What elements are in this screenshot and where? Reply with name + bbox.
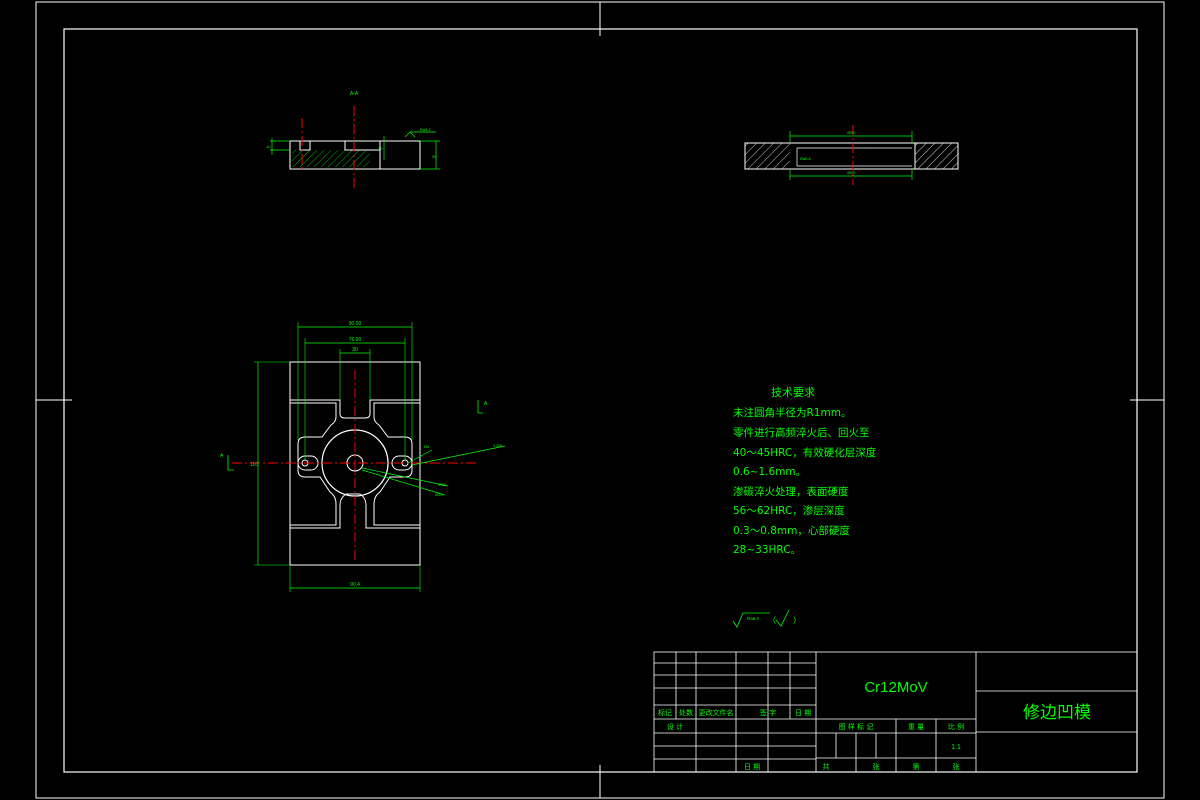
check-roughness-icon: [775, 609, 790, 627]
sheet-unit-label-2: 张: [953, 762, 960, 771]
title-block: [653, 651, 1138, 773]
roughness-paren-close: ）: [793, 616, 801, 625]
view-label: A-A: [350, 91, 359, 97]
header-change-doc: 更改文件名: [699, 708, 734, 717]
dim-right-side: Ra0.8: [800, 156, 811, 161]
section-mark-left: A: [220, 453, 224, 459]
tech-line-1: 未注圆角半径为R1mm。: [733, 406, 851, 419]
leader-4: Ø26: [435, 492, 443, 497]
dim-top-d2: 30: [432, 154, 437, 159]
material-text: Cr12MoV: [864, 679, 927, 696]
section-view-top: A-A 10 30 10 Ra3.2: [266, 91, 440, 190]
dim-right-top: Ø90: [847, 130, 855, 135]
tech-line-6: 56～62HRC，渗层深度: [733, 504, 845, 517]
scale-label: 比 例: [948, 722, 964, 731]
sheet-unit-label-1: 张: [873, 762, 880, 771]
section-view-right: Ø90 Ø53 Ra0.8: [744, 125, 959, 185]
dim-bottom: 90.4: [350, 582, 360, 588]
date-bottom-label: 日 期: [744, 763, 760, 771]
roughness-symbol-icon: [732, 612, 770, 628]
tech-line-4: 0.6~1.6mm。: [733, 466, 806, 478]
dim-top-d1: 10: [266, 144, 271, 149]
leader-1: Ø8: [424, 444, 430, 449]
part-name: 修边凹模: [1023, 703, 1091, 723]
tech-line-3: 40～45HRC，有效硬化层深度: [733, 446, 877, 459]
sheet-total-label: 共: [823, 762, 830, 771]
roughness-label: Ra6.4: [747, 616, 760, 621]
dim-top-small: 30: [352, 347, 358, 353]
leader-3: Ø33: [438, 482, 446, 487]
header-count: 处数: [679, 708, 693, 717]
dim-left: 110: [250, 462, 258, 468]
dim-top-d3: 10: [378, 146, 383, 151]
technical-requirements: 技术要求 未注圆角半径为R1mm。 零件进行高频淬火后、回火至 40～45HRC…: [732, 386, 877, 628]
tech-line-2: 零件进行高频淬火后、回火至: [733, 426, 870, 439]
section-mark-right: A: [484, 401, 488, 407]
tech-line-7: 0.3～0.8mm，心部硬度: [733, 524, 850, 537]
dim-right-bottom: Ø53: [847, 170, 855, 175]
header-sign: 签 字: [760, 708, 776, 717]
dim-top-inner: 76.00: [349, 337, 362, 343]
tech-line-8: 28~33HRC。: [733, 544, 801, 556]
weight-label: 重 量: [908, 723, 924, 731]
roughness-top: Ra3.2: [420, 127, 431, 132]
header-mark: 标记: [658, 708, 672, 717]
sheet-frame: [35, 1, 1165, 799]
roughness-paren-open: （: [768, 616, 776, 625]
plan-view-main: 90.00 76.00 30 90.4 110 A A Ø8 2-Ø8 Ø33 …: [220, 321, 506, 592]
tech-title: 技术要求: [771, 386, 815, 399]
stage-mark-label: 图 样 标 记: [839, 722, 874, 731]
design-label: 设 计: [667, 722, 683, 731]
scale-value: 1:1: [951, 744, 961, 751]
leader-2: 2-Ø8: [493, 443, 503, 448]
dim-top-outer: 90.00: [349, 321, 362, 327]
sheet-no-label: 第: [913, 762, 920, 771]
title-block-text: Cr12MoV 修边凹模 标记 处数 更改文件名 签 字 日 期 设 计 日 期…: [658, 679, 1091, 771]
tech-line-5: 渗碳淬火处理，表面硬度: [733, 485, 849, 498]
header-date: 日 期: [795, 709, 811, 717]
